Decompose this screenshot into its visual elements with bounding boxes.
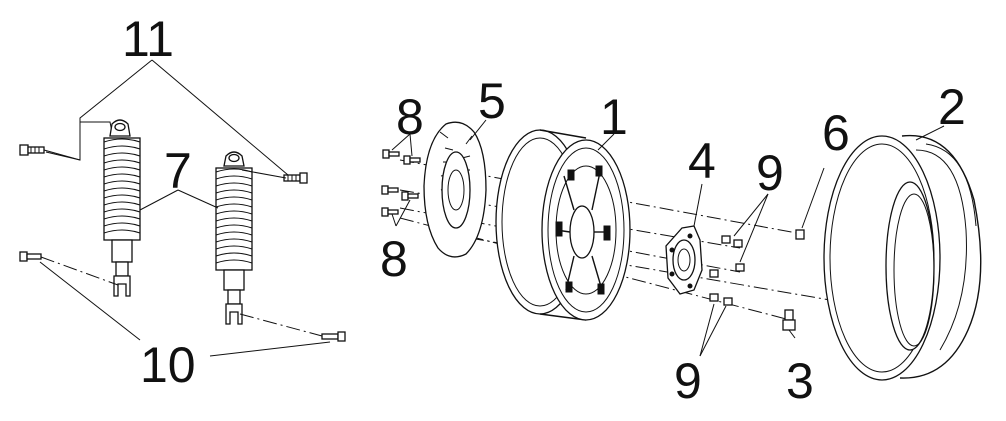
bolts-8-lower bbox=[381, 185, 419, 227]
brake-disc bbox=[423, 119, 487, 258]
callout-3: 3 bbox=[786, 353, 814, 409]
wheel-assembly-group bbox=[381, 119, 982, 381]
callout-5: 5 bbox=[478, 73, 506, 129]
shock-absorber-group bbox=[19, 59, 346, 357]
callout-7: 7 bbox=[164, 143, 192, 199]
shock-absorber-right bbox=[215, 151, 287, 325]
valve-stem bbox=[782, 309, 796, 339]
callout-1: 1 bbox=[600, 89, 628, 145]
callout-10: 10 bbox=[140, 337, 196, 393]
callout-9-bottom: 9 bbox=[674, 353, 702, 409]
nuts-9-upper bbox=[721, 193, 769, 272]
callout-8-top: 8 bbox=[396, 89, 424, 145]
bolts-8-upper bbox=[382, 133, 421, 165]
bolt-11-right bbox=[283, 172, 308, 184]
callout-2: 2 bbox=[938, 79, 966, 135]
callout-6: 6 bbox=[822, 105, 850, 161]
shock-absorber-left bbox=[103, 119, 141, 297]
callout-9-top: 9 bbox=[756, 145, 784, 201]
callout-4: 4 bbox=[688, 133, 716, 189]
callout-8-bottom: 8 bbox=[380, 231, 408, 287]
callout-11: 11 bbox=[122, 11, 174, 67]
bolt-10-left bbox=[19, 251, 42, 262]
bolt-11-left bbox=[19, 144, 45, 156]
small-part-6 bbox=[795, 167, 825, 240]
wheel-rim bbox=[495, 129, 631, 321]
bolt-10-right bbox=[321, 331, 346, 342]
nuts-9-lower bbox=[699, 269, 733, 357]
hub-plate bbox=[665, 183, 703, 295]
tire bbox=[823, 125, 982, 381]
